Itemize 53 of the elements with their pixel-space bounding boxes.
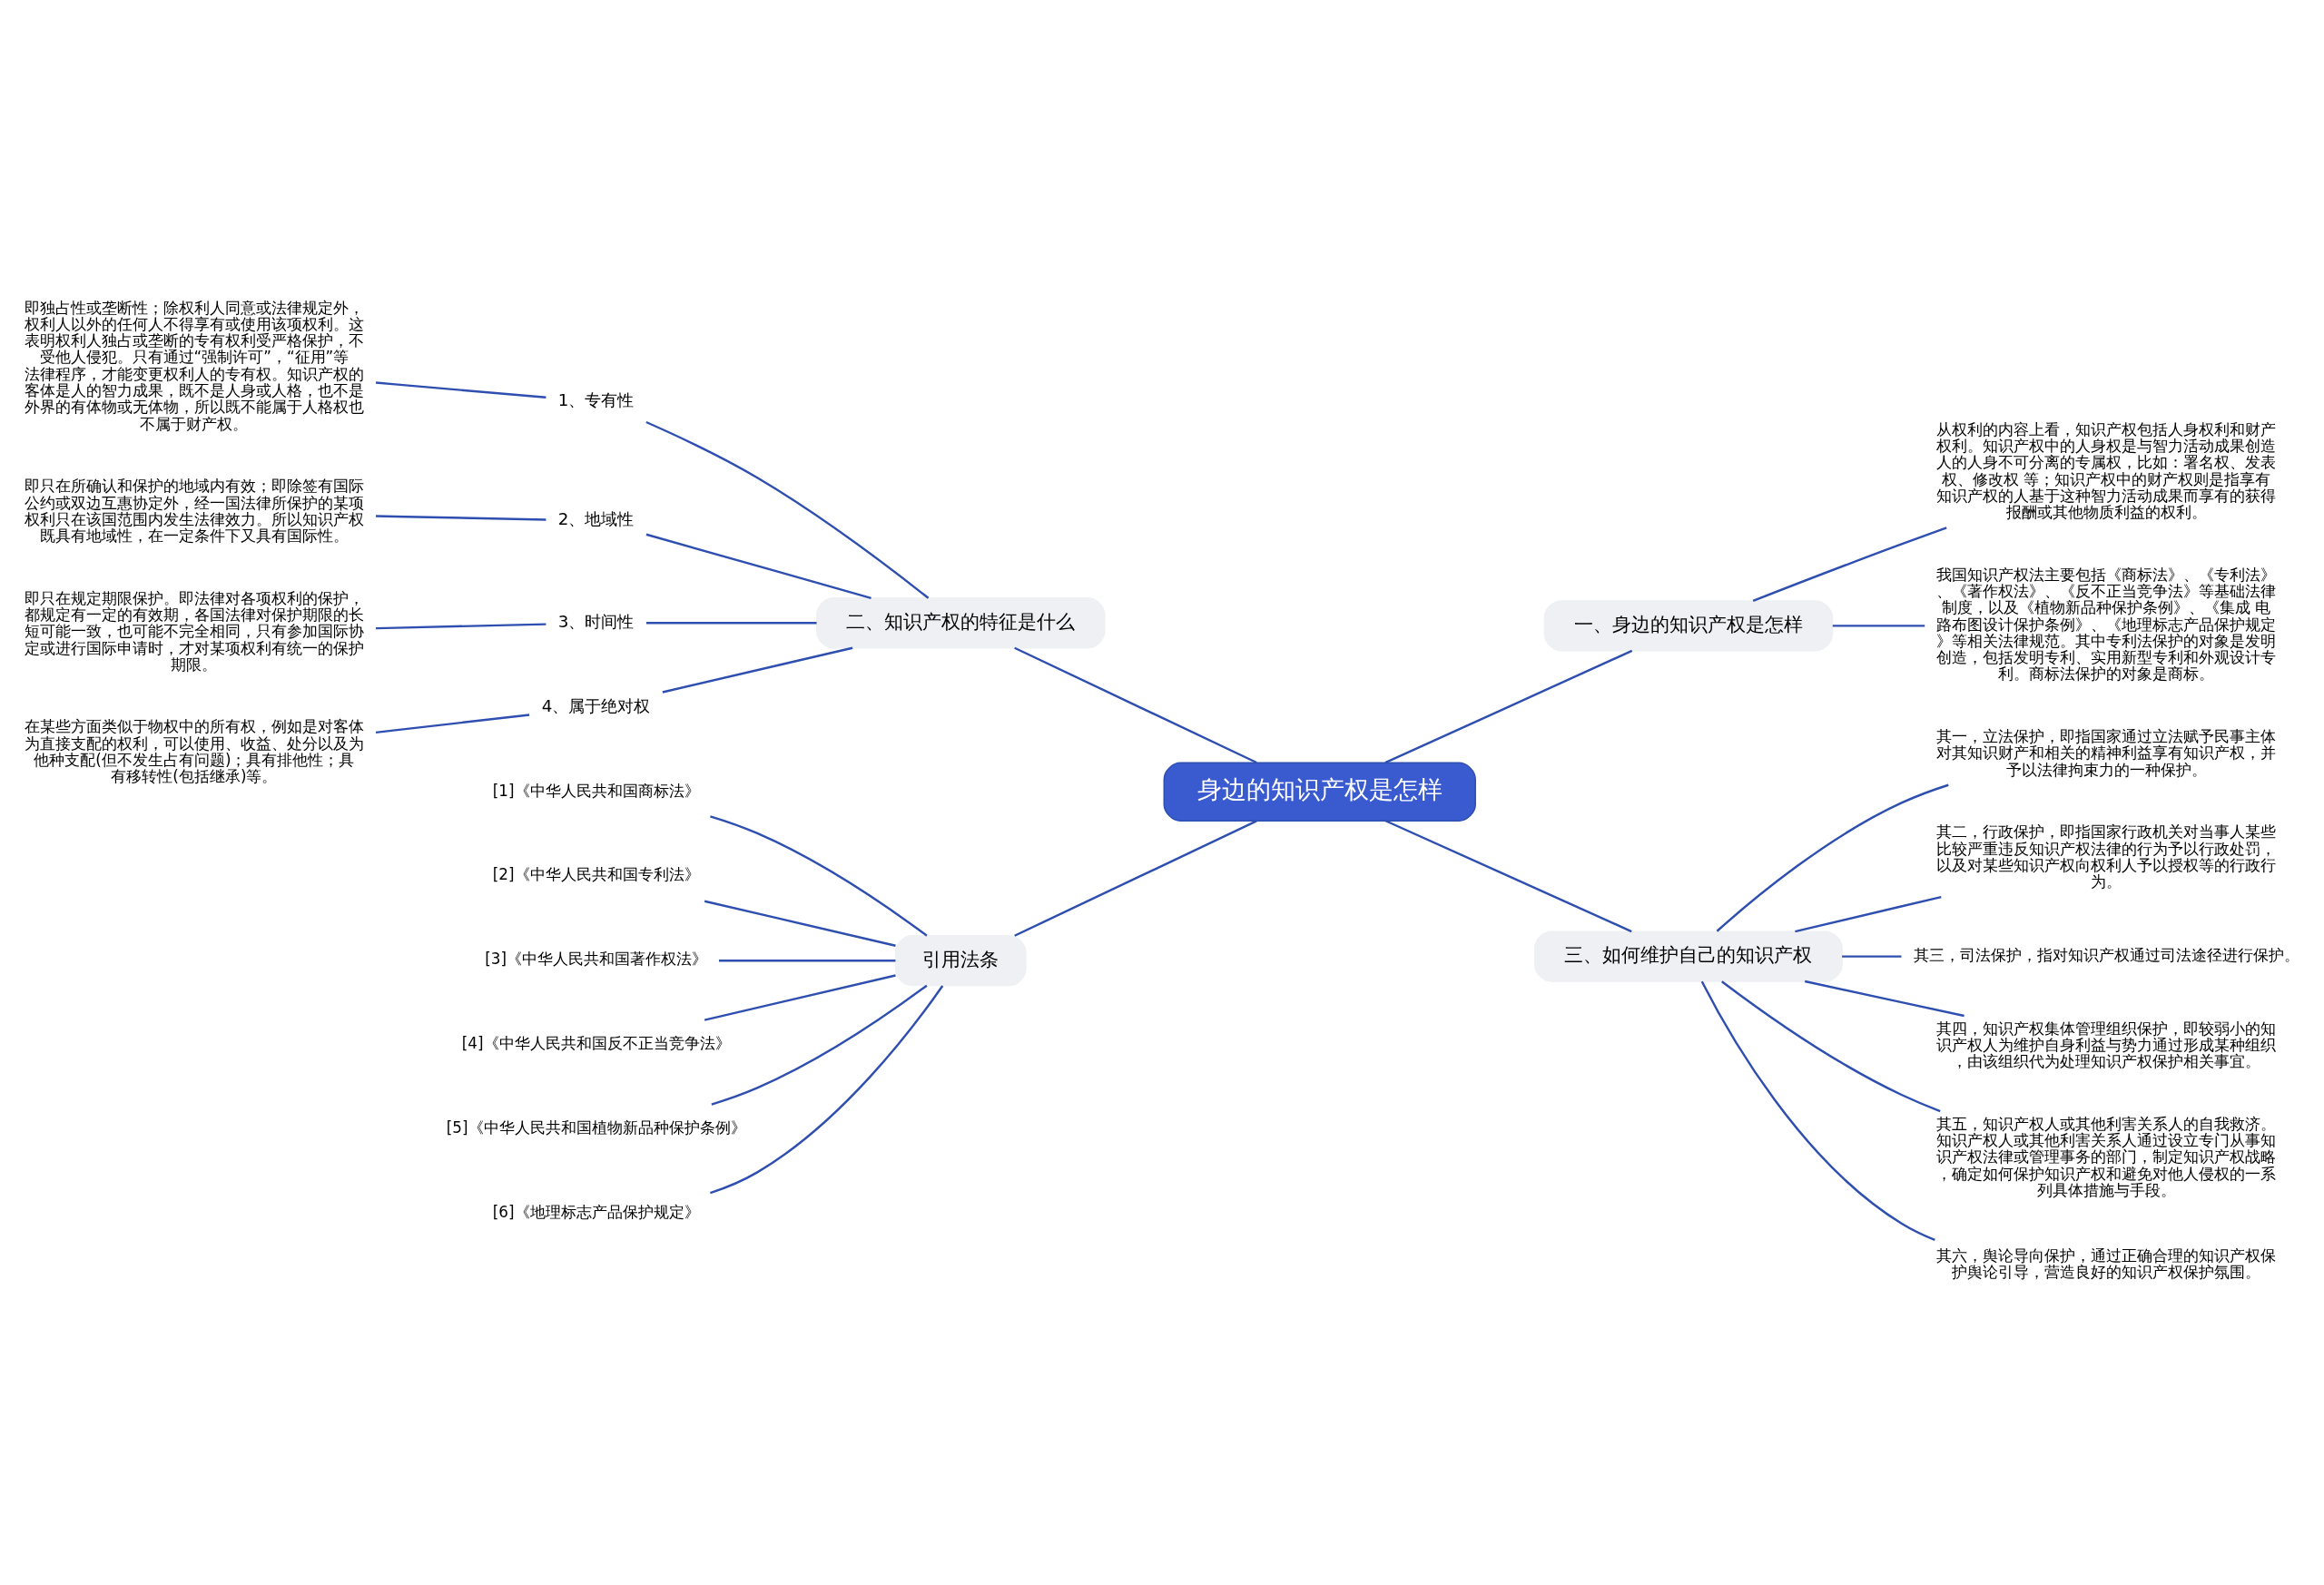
- node-text: [4]《中华人民共和国反不正当竞争法》: [461, 1034, 731, 1053]
- connector: [704, 974, 896, 1021]
- connector: [1384, 649, 1633, 764]
- node-text: 其一，立法保护，即指国家通过立法赋予民事主体对其知识财产和相关的精神利益享有知识产权，并予以法律拘束力的一种保护。: [1936, 727, 2277, 779]
- connector: [376, 623, 547, 630]
- node-box: 一、身边的知识产权是怎样: [1543, 600, 1834, 652]
- node-box: 引用法条: [894, 935, 1027, 987]
- connector: [1832, 625, 1925, 627]
- node-box: 二、知识产权的特征是什么: [816, 597, 1106, 649]
- connector: [375, 714, 530, 734]
- node-text: [6]《地理标志产品保护规定》: [492, 1203, 700, 1222]
- node-text: [5]《中华人民共和国植物新品种保护条例》: [446, 1118, 746, 1137]
- node-text: 其四，知识产权集体管理组织保护，即较弱小的知识产权人为维护自身利益与势力通过形成某种组织，由该组织代为处理知识产权保护相关事宜。: [1936, 1019, 2277, 1071]
- node-text: 其二，行政保护，即指国家行政机关对当事人某些比较严重违反知识产权法律的行为予以行政处罚，以及对某些知识产权向权利人予以授权等的行政行为。: [1936, 822, 2277, 891]
- connector: [1716, 783, 1949, 932]
- node-text: [1]《中华人民共和国商标法》: [492, 781, 700, 800]
- connector: [645, 622, 817, 625]
- node-text: 其三，司法保护，指对知识产权通过司法途径进行保护。: [1913, 945, 2299, 964]
- node-text: [2]《中华人民共和国专利法》: [492, 865, 700, 884]
- connector: [1721, 980, 1941, 1113]
- connector: [1014, 646, 1257, 764]
- connector: [1842, 955, 1902, 958]
- connector: [1700, 980, 1935, 1242]
- connector: [662, 646, 853, 694]
- node-text: 其六，舆论导向保护，通过正确合理的知识产权保护舆论引导，营造良好的知识产权保护氛围。: [1936, 1245, 2277, 1281]
- node-text: [3]《中华人民共和国著作权法》: [485, 950, 708, 969]
- node-text: 即独占性或垄断性；除权利人同意或法律规定外，权利人以外的任何人不得享有或使用该项权利。这表明权利人独占或垄断的专有权利受严格保护，不受他人侵犯。只有通过“强制许可”，“征用”等法律程序，才能变更权利人的专有权。知识产权的客体是人的智力成果，既不是人身或人格，也不是外界的有体物或无体物，所以既不能属于人格权也不属于财产权。: [24, 298, 364, 433]
- node-text: 我国知识产权法主要包括《商标法》、《专利法》、《著作权法》、《反不正当竞争法》等基础法律制度，以及《植物新品种保护条例》、《集成 电路布图设计保护条例》、《地理标志产品保护规定》等相关法律规范。其中专利法保护的对象是发明创造，包括发明专利、实用新型专利和外观设计专利。商标法保护的对象是商标。: [1936, 565, 2277, 684]
- connector: [711, 984, 928, 1106]
- node-box: 身边的知识产权是怎样: [1163, 762, 1476, 822]
- node-text: 从权利的内容上看，知识产权包括人身权利和财产权利。知识产权中的人身权是与智力活动成果创造人的人身不可分离的专属权，比如：署名权、发表权、修改权 等；知识产权中的财产权则是指享有知识产权的人基于这种智力活动成果而享有的获得报酬或其他物质利益的权利。: [1936, 419, 2277, 522]
- connector: [704, 900, 896, 947]
- node-text: 2、地域性: [557, 509, 635, 529]
- node-text: 其五，知识产权人或其他利害关系人的自我救济。知识产权人或其他利害关系人通过设立专门从事知识产权法律或管理事务的部门，制定知识产权战略，确定如何保护知识产权和避免对他人侵权的一系列具体措施与手段。: [1936, 1114, 2277, 1199]
- node-text: 1、专有性: [557, 390, 635, 410]
- connector: [1384, 820, 1632, 933]
- node-text: 3、时间性: [557, 612, 635, 632]
- connector: [719, 959, 896, 962]
- connector: [1795, 895, 1942, 933]
- connector: [1804, 980, 1965, 1018]
- connector: [1752, 527, 1947, 603]
- node-text: 在某些方面类似于物权中的所有权，例如是对客体为直接支配的权利，可以使用、收益、处分以及为他种支配(但不发生占有问题)；具有排他性；具有移转性(包括继承)等。: [24, 717, 364, 786]
- connector: [1014, 820, 1257, 937]
- connector: [645, 533, 872, 599]
- connector: [375, 381, 547, 399]
- node-box: 三、如何维护自己的知识产权: [1534, 930, 1843, 982]
- node-text: 即只在规定期限保护。即法律对各项权利的保护，都规定有一定的有效期，各国法律对保护期限的长短可能一致，也可能不完全相同，只有参加国际协定或进行国际申请时，才对某项权利有统一的保护期限。: [24, 588, 364, 674]
- node-text: 4、属于绝对权: [541, 695, 651, 715]
- connector: [376, 515, 547, 521]
- node-text: 即只在所确认和保护的地域内有效；即除签有国际公约或双边互惠协定外，经一国法律所保护的某项权利只在该国范围内发生法律效力。所以知识产权既具有地域性，在一定条件下又具有国际性。: [24, 477, 364, 546]
- connector: [645, 420, 930, 599]
- connector: [710, 985, 944, 1195]
- connector: [710, 815, 928, 937]
